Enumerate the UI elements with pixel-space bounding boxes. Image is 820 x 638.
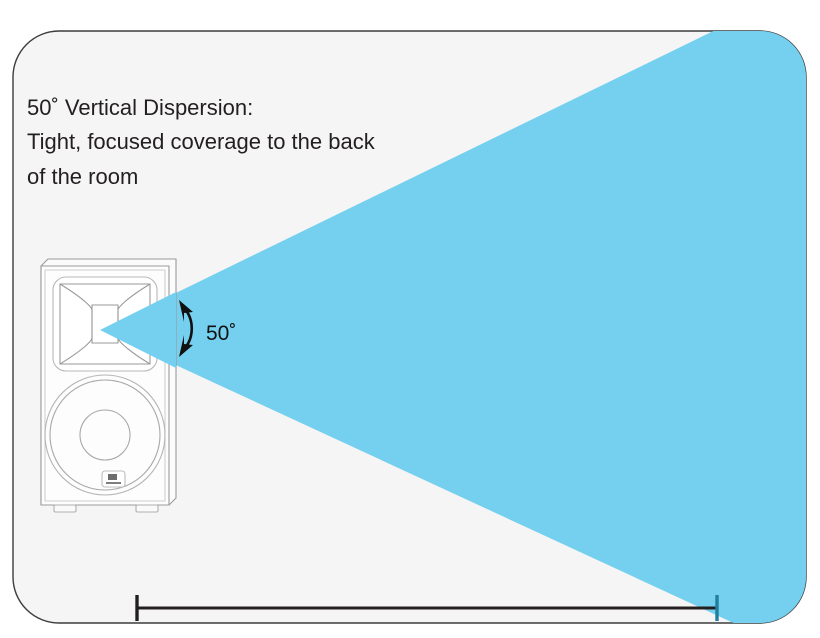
loudspeaker — [40, 258, 177, 513]
angle-arrowhead-up — [179, 300, 193, 322]
caption-block: 50˚ Vertical Dispersion: Tight, focused … — [27, 95, 376, 189]
caption-line-3: of the room — [27, 164, 138, 189]
angle-arrowhead-down — [179, 335, 193, 357]
coverage-cone — [100, 31, 806, 623]
cabinet-inner-edge — [44, 269, 166, 502]
coverage-cone-over-baffle — [100, 292, 176, 368]
angle-label: 50˚ — [206, 322, 236, 345]
angle-indicator: 50˚ — [179, 300, 236, 357]
woofer-surround — [49, 379, 161, 491]
horn-waveguide — [52, 276, 158, 372]
coverage-cone-throat — [100, 292, 176, 368]
cabinet-foot-right — [135, 504, 159, 513]
cabinet-feet — [53, 504, 159, 513]
logo-wordmark — [106, 482, 121, 484]
cabinet-foot-left — [53, 504, 77, 513]
logo-mark-icon — [108, 474, 117, 480]
coverage-cone-group — [100, 31, 806, 623]
woofer-outer-rim — [44, 374, 166, 496]
logo-badge — [101, 470, 126, 488]
woofer-dust-cap — [79, 409, 131, 461]
caption-line-2: Tight, focused coverage to the back — [27, 129, 376, 154]
woofer-cone — [44, 374, 166, 496]
room-depth-dimension — [135, 595, 719, 621]
caption-line-1: 50˚ Vertical Dispersion: — [27, 95, 253, 120]
